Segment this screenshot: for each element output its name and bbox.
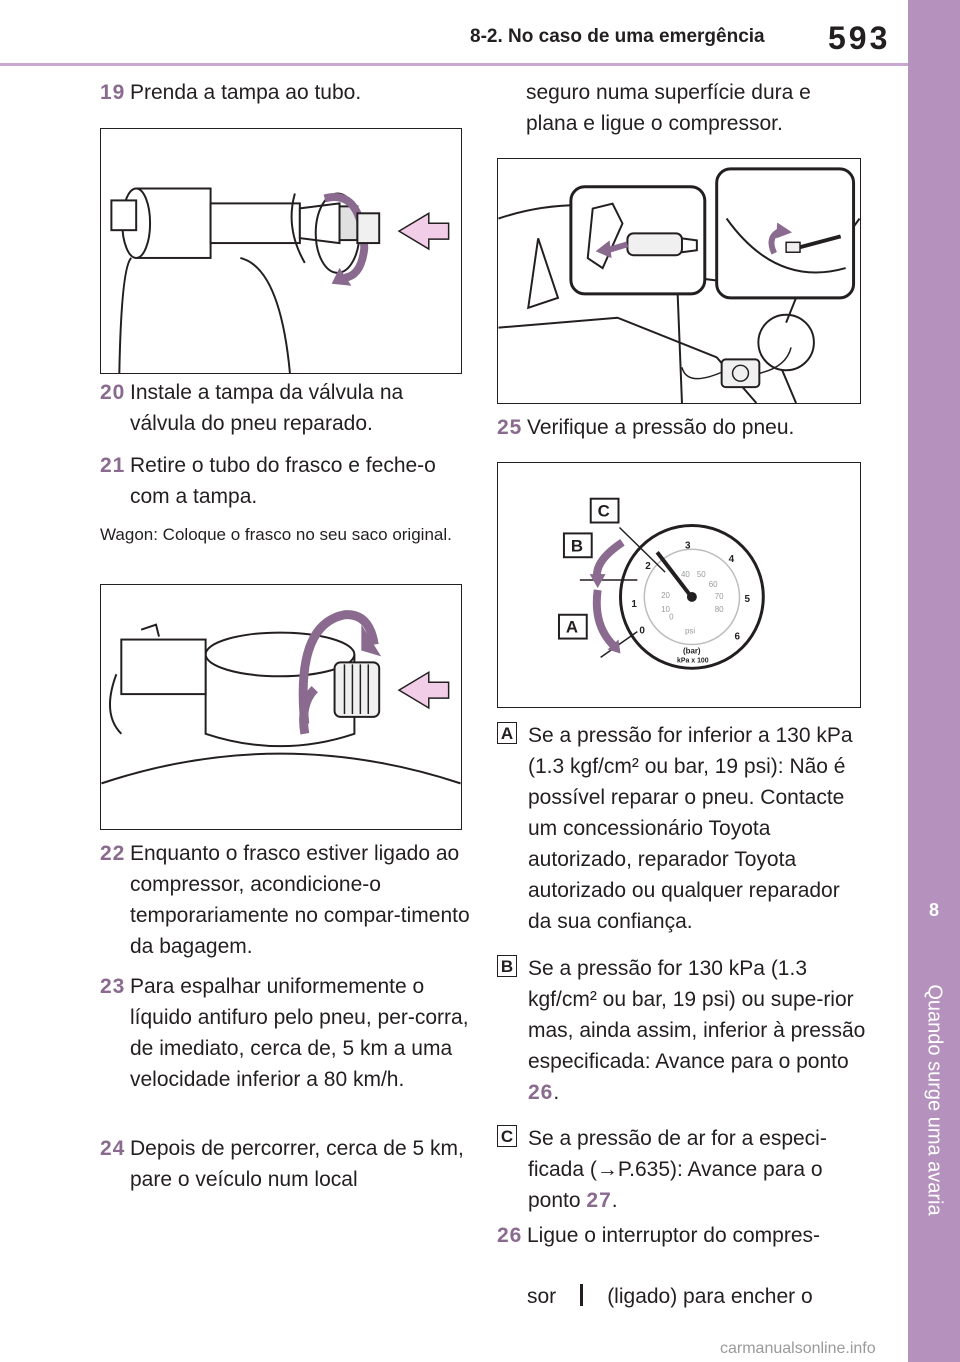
chapter-side-tab xyxy=(908,0,960,1362)
pressure-item-b: Se a pressão for 130 kPa (1.3 kgf/cm² ou… xyxy=(528,953,868,1108)
step-22: 22 Enquanto o frasco estiver ligado ao c… xyxy=(100,838,470,962)
gauge-kpa-tick: 80 xyxy=(715,605,724,614)
pressure-gauge-illustration: 0 1 2 3 4 5 6 0 10 20 40 50 60 70 80 psi… xyxy=(557,497,765,670)
on-switch-icon xyxy=(580,1284,584,1306)
chapter-number: 8 xyxy=(928,900,939,920)
step-25: 25 Verifique a pressão do pneu. xyxy=(497,412,867,443)
step-number: 21 xyxy=(100,454,126,477)
step-text: Verifique a pressão do pneu. xyxy=(527,416,795,439)
step-20: 20 Instale a tampa da válvula na válvula… xyxy=(100,377,470,439)
pressure-item-b-text: Se a pressão for 130 kPa (1.3 kgf/cm² ou… xyxy=(528,957,866,1073)
step-26-text-post: (ligado) para encher o xyxy=(607,1285,813,1308)
pressure-label-a: A xyxy=(497,722,517,744)
step-19: 19 Prenda a tampa ao tubo. xyxy=(100,77,470,108)
gauge-bar-unit: (bar) xyxy=(683,646,701,655)
step-text: Prenda a tampa ao tubo. xyxy=(130,81,362,104)
step-reference: 26 xyxy=(528,1081,554,1104)
gauge-bar-tick: 1 xyxy=(631,599,637,610)
section-title: 8-2. No caso de uma emergência xyxy=(470,26,765,47)
step-21: 21 Retire o tubo do frasco e feche-o com… xyxy=(100,450,470,512)
step-26-text-pre: sor xyxy=(527,1285,557,1308)
step-number: 20 xyxy=(100,381,126,404)
figure-pressure-gauge: 0 1 2 3 4 5 6 0 10 20 40 50 60 70 80 psi… xyxy=(497,462,861,708)
figure-cap-on-tube xyxy=(100,128,462,374)
step-number: 23 xyxy=(100,975,126,998)
gauge-kpa-tick: 40 xyxy=(681,570,690,579)
step-23: 23 Para espalhar uniformemente o líquido… xyxy=(100,971,470,1095)
figure-valve-cap xyxy=(100,584,462,830)
compressor-connection-illustration xyxy=(498,167,860,403)
step-reference: 27 xyxy=(586,1189,612,1212)
figure-compressor-connect xyxy=(497,158,861,404)
gauge-psi-unit: psi xyxy=(685,627,695,636)
gauge-kpa-tick: 70 xyxy=(715,592,724,601)
step-26-continued: sor (ligado) para encher o xyxy=(527,1281,867,1312)
header-rule xyxy=(0,63,908,66)
step-text: Instale a tampa da válvula na válvula do… xyxy=(130,381,404,435)
gauge-bar-tick: 0 xyxy=(639,626,645,637)
pressure-item-c-end: . xyxy=(611,1189,618,1212)
gauge-bar-tick: 4 xyxy=(729,554,735,565)
step-text: Retire o tubo do frasco e feche-o com a … xyxy=(130,454,436,508)
cap-tube-illustration xyxy=(110,187,450,373)
gauge-kpa-tick: 0 xyxy=(669,613,674,622)
gauge-kpa-tick: 50 xyxy=(697,570,706,579)
valve-cap-illustration xyxy=(101,610,461,785)
step-24-continued: seguro numa superfície dura e plana e li… xyxy=(526,81,811,135)
gauge-bar-tick: 3 xyxy=(685,540,691,551)
step-number: 26 xyxy=(497,1224,523,1247)
step-24: 24 Depois de percorrer, cerca de 5 km, p… xyxy=(100,1133,470,1195)
gauge-bar-tick: 6 xyxy=(735,632,741,643)
wagon-note: Wagon: Coloque o frasco no seu saco orig… xyxy=(100,525,452,544)
step-number: 25 xyxy=(497,416,523,439)
pressure-item-c-text: Se a pressão de ar for a especi-ficada (… xyxy=(528,1127,827,1212)
step-26: 26 Ligue o interruptor do compres- xyxy=(497,1220,867,1251)
pressure-label-c: C xyxy=(497,1125,517,1147)
gauge-kpa-tick: 10 xyxy=(661,605,670,614)
pressure-item-a-text: Se a pressão for inferior a 130 kPa (1.3… xyxy=(528,724,853,933)
step-text: Depois de percorrer, cerca de 5 km, pare… xyxy=(130,1137,464,1191)
step-text: Ligue o interruptor do compres- xyxy=(527,1224,820,1247)
gauge-kpa-tick: 20 xyxy=(661,591,670,600)
step-text: Para espalhar uniformemente o líquido an… xyxy=(130,975,469,1091)
pressure-item-c: Se a pressão de ar for a especi-ficada (… xyxy=(528,1123,868,1216)
gauge-kpa-tick: 60 xyxy=(709,580,718,589)
step-number: 19 xyxy=(100,81,126,104)
page-number: 593 xyxy=(828,20,891,56)
gauge-bar-tick: 5 xyxy=(744,594,750,605)
gauge-zone-label-b: B xyxy=(571,536,583,555)
gauge-bar-tick: 2 xyxy=(645,561,651,572)
gauge-zone-label-c: C xyxy=(598,502,610,521)
step-number: 22 xyxy=(100,842,126,865)
chapter-title: Quando surge uma avaria xyxy=(923,984,946,1216)
pressure-label-b: B xyxy=(497,955,517,977)
gauge-zone-label-a: A xyxy=(566,618,578,637)
step-number: 24 xyxy=(100,1137,126,1160)
step-text: Enquanto o frasco estiver ligado ao comp… xyxy=(130,842,470,958)
watermark: carmanualsonline.info xyxy=(720,1340,876,1357)
gauge-kpa-unit: kPa x 100 xyxy=(677,657,709,664)
pressure-item-b-end: . xyxy=(553,1081,560,1104)
